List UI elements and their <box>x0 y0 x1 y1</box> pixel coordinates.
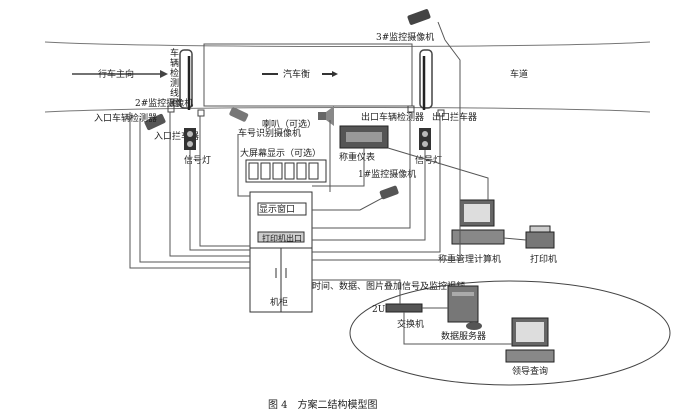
entry-loop <box>179 49 193 109</box>
cabinet-label: 机柜 <box>270 296 288 308</box>
exit-barrier-label: 出口拦车器 <box>432 111 477 123</box>
leader-query-label: 领导查询 <box>512 365 548 377</box>
weighing-pc-label: 称重管理计算机 <box>438 253 501 265</box>
exit-loop <box>419 49 433 109</box>
exit-detector-label: 出口车辆检测器 <box>361 111 424 123</box>
weighing-pc-icon <box>451 199 505 245</box>
vehicle-zone-label: 汽车衡 <box>283 68 310 80</box>
plate-camera-icon <box>229 107 249 122</box>
switch-icon <box>385 303 423 313</box>
camera-2-label: 2#监控摄像机 <box>135 97 193 109</box>
big-screen-label: 大屏幕显示（可选） <box>240 147 321 159</box>
camera-1-icon <box>379 185 399 200</box>
camera-3-icon <box>407 9 431 25</box>
lane-right-label: 车道 <box>510 68 528 80</box>
entry-loop-label: 车辆检测线圈 <box>168 47 179 108</box>
switch-tag-label: 2U <box>372 305 386 315</box>
data-server-icon <box>447 285 482 330</box>
signal-left-label: 信号灯 <box>184 154 211 166</box>
cabinet-sub-label: 打印机出口 <box>262 233 302 243</box>
driving-direction-label: 行车主向 <box>98 68 134 80</box>
data-server-label: 数据服务器 <box>441 330 486 342</box>
transmission-label: 时间、数据、图片叠加信号及监控视频 <box>312 280 465 292</box>
switch-label: 交换机 <box>397 318 424 330</box>
signal-light-right-icon <box>419 128 431 150</box>
printer-icon <box>525 225 555 249</box>
big-screen-icon <box>245 159 327 183</box>
weighbridge-platform <box>203 43 413 107</box>
direction-arrow <box>72 70 168 78</box>
connection-lines <box>129 39 527 345</box>
leader-pc-icon <box>505 317 555 363</box>
network-ellipse <box>349 280 671 386</box>
figure-caption: 图 4 方案二结构模型图 <box>268 398 378 411</box>
camera-2-icon <box>144 113 166 131</box>
weighing-instrument-label: 称重仪表 <box>339 151 375 163</box>
camera-1-label: 1#监控摄像机 <box>358 168 416 180</box>
printer-label: 打印机 <box>530 253 557 265</box>
plate-camera-label: 车号识别摄像机 <box>238 127 301 139</box>
entry-detector-label: 入口车辆检测器 <box>94 112 157 124</box>
weighing-instrument-icon <box>339 125 389 149</box>
camera-3-label: 3#监控摄像机 <box>376 31 434 43</box>
road-lines <box>44 41 651 113</box>
speaker-icon <box>318 106 334 126</box>
display-window-label: 显示窗口 <box>259 203 295 215</box>
speaker-label: 喇叭（可选） <box>262 118 316 130</box>
signal-light-left-icon <box>184 128 196 150</box>
